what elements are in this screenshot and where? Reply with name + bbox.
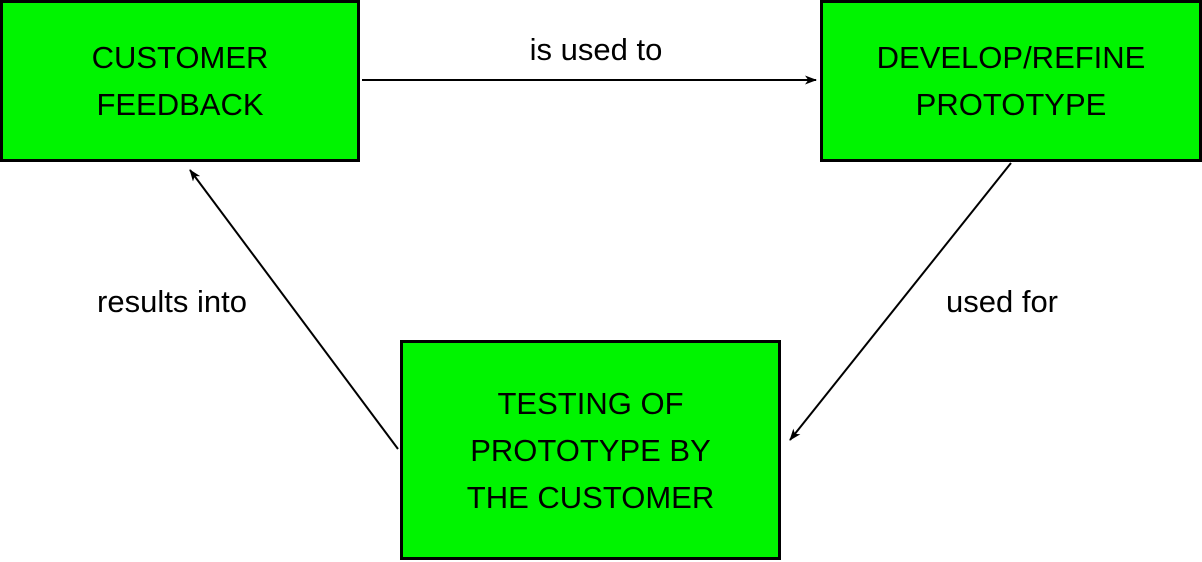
node-label-line: CUSTOMER — [91, 40, 269, 75]
edge-label-results-into: results into — [97, 284, 247, 319]
node-label-line: PROTOTYPE BY — [470, 432, 711, 468]
node-label-line: TESTING OF — [497, 385, 684, 421]
edge-label-used-for: used for — [945, 284, 1059, 319]
edge-label-is-used-to: is used to — [529, 32, 663, 67]
node-label-line: THE CUSTOMER — [466, 479, 715, 515]
node-label-line: DEVELOP/REFINE — [876, 40, 1146, 75]
node-develop-refine-prototype: DEVELOP/REFINE PROTOTYPE — [820, 0, 1202, 162]
node-label-line: PROTOTYPE — [915, 87, 1107, 122]
arrow-develop-to-testing — [789, 162, 1012, 441]
node-testing-of-prototype: TESTING OF PROTOTYPE BY THE CUSTOMER — [400, 340, 781, 560]
node-label-line: FEEDBACK — [96, 87, 264, 122]
arrow-testing-to-feedback — [189, 169, 399, 450]
node-customer-feedback: CUSTOMER FEEDBACK — [0, 0, 360, 162]
